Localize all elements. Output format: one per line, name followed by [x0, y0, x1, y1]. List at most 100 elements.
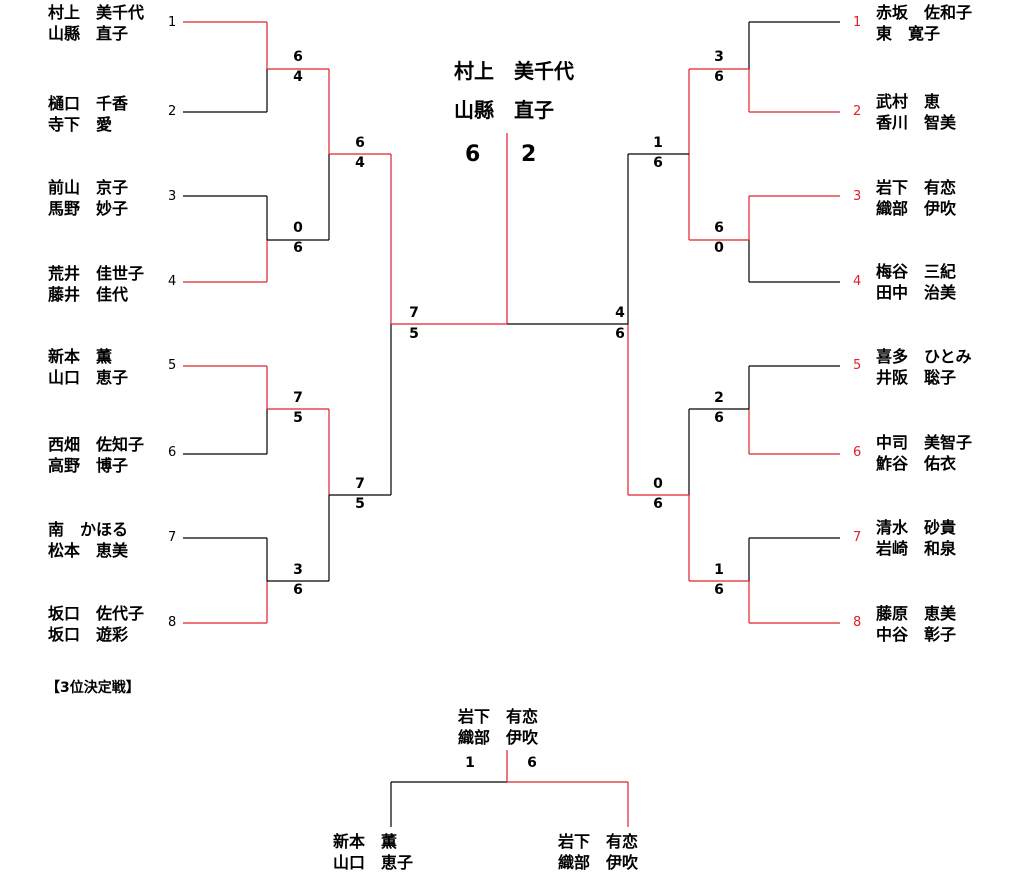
player-entry-right-6: 中司 美智子鮓谷 佑衣 [876, 432, 972, 474]
seed-number: 8 [853, 615, 862, 630]
player-name: 松本 恵美 [48, 541, 129, 560]
player-entry-left-1: 村上 美千代山縣 直子 [48, 2, 144, 44]
player-name: 高野 博子 [48, 456, 129, 475]
final-score-left: 6 [465, 142, 481, 167]
player-name: 中谷 彰子 [876, 625, 957, 644]
player-name: 馬野 妙子 [48, 199, 129, 218]
match-score: 6 [653, 155, 663, 171]
player-entry-right-2: 武村 恵香川 智美 [876, 91, 956, 133]
match-score: 1 [653, 135, 663, 151]
player-name: 新本 薫 [48, 347, 113, 366]
player-entry-right-8: 藤原 恵美中谷 彰子 [876, 603, 956, 645]
match-score: 0 [293, 220, 303, 236]
player-entry-left-2: 樋口 千香寺下 愛 [48, 93, 128, 135]
match-score: 7 [355, 476, 365, 492]
player-name: 村上 美千代 [48, 3, 145, 22]
player-entry-left-5: 新本 薫山口 恵子 [48, 346, 128, 388]
player-entry-left-4: 荒井 佳世子藤井 佳代 [48, 263, 144, 305]
player-name: 鮓谷 佑衣 [876, 454, 957, 473]
player-name: 織部 伊吹 [876, 199, 957, 218]
final-score-right: 2 [521, 142, 537, 167]
third-place-winner: 岩下 有恋織部 伊吹 [458, 706, 538, 748]
seed-number: 4 [168, 274, 177, 289]
player-name: 香川 智美 [876, 113, 957, 132]
match-score: 6 [615, 326, 625, 342]
third-place-title: 【3位決定戦】 [46, 680, 140, 696]
seed-number: 1 [853, 15, 862, 30]
seed-number: 5 [168, 358, 177, 373]
seed-number: 4 [853, 274, 862, 289]
seed-number: 2 [168, 104, 177, 119]
player-name: 岩下 有恋 [558, 832, 639, 851]
match-score: 1 [465, 755, 475, 771]
player-entry-right-5: 喜多 ひとみ井阪 聡子 [876, 346, 972, 388]
player-name: 寺下 愛 [48, 115, 113, 134]
player-name: 西畑 佐知子 [48, 435, 145, 454]
champion-name: 山縣 直子 [454, 98, 554, 122]
player-entry-left-8: 坂口 佐代子坂口 遊彩 [48, 603, 144, 645]
player-name: 岩下 有恋 [876, 178, 957, 197]
match-score: 0 [653, 476, 663, 492]
seed-number: 3 [168, 189, 177, 204]
player-entry-right-4: 梅谷 三紀田中 治美 [876, 261, 956, 303]
match-score: 6 [293, 49, 303, 65]
player-entry-right-7: 清水 砂貴岩崎 和泉 [876, 517, 956, 559]
match-score: 6 [355, 135, 365, 151]
match-score: 6 [714, 220, 724, 236]
match-score: 6 [293, 240, 303, 256]
player-name: 喜多 ひとみ [876, 347, 972, 366]
match-score: 6 [527, 755, 537, 771]
player-name: 藤原 恵美 [876, 604, 957, 623]
match-score: 1 [714, 562, 724, 578]
player-name: 山縣 直子 [48, 24, 129, 43]
seed-number: 8 [168, 615, 177, 630]
third-place-right-player: 岩下 有恋織部 伊吹 [558, 831, 638, 873]
player-entry-left-3: 前山 京子馬野 妙子 [48, 177, 128, 219]
match-score: 3 [293, 562, 303, 578]
player-entry-left-7: 南 かほる松本 恵美 [48, 519, 128, 561]
player-name: 清水 砂貴 [876, 518, 957, 537]
seed-number: 6 [168, 445, 177, 460]
match-score: 2 [714, 390, 724, 406]
champion-name: 村上 美千代 [454, 59, 574, 83]
seed-number: 6 [853, 445, 862, 460]
player-name: 新本 薫 [333, 832, 398, 851]
match-score: 6 [293, 582, 303, 598]
match-score: 6 [714, 582, 724, 598]
player-name: 織部 伊吹 [558, 853, 639, 872]
player-name: 田中 治美 [876, 283, 957, 302]
player-name: 梅谷 三紀 [876, 262, 957, 281]
player-name: 中司 美智子 [876, 433, 973, 452]
match-score: 0 [714, 240, 724, 256]
player-name: 樋口 千香 [48, 94, 129, 113]
player-name: 南 かほる [48, 520, 129, 539]
player-entry-right-3: 岩下 有恋織部 伊吹 [876, 177, 956, 219]
seed-number: 7 [853, 530, 862, 545]
player-name: 岩崎 和泉 [876, 539, 957, 558]
match-score: 7 [409, 305, 419, 321]
player-name: 山口 恵子 [333, 853, 414, 872]
match-score: 4 [293, 69, 303, 85]
match-score: 6 [714, 410, 724, 426]
match-score: 6 [714, 69, 724, 85]
player-name: 岩下 有恋 [458, 707, 539, 726]
match-score: 4 [615, 305, 625, 321]
player-entry-left-6: 西畑 佐知子高野 博子 [48, 434, 144, 476]
match-score: 5 [409, 326, 419, 342]
player-name: 赤坂 佐和子 [876, 3, 973, 22]
seed-number: 5 [853, 358, 862, 373]
match-score: 3 [714, 49, 724, 65]
player-name: 武村 恵 [876, 92, 941, 111]
match-score: 5 [293, 410, 303, 426]
seed-number: 7 [168, 530, 177, 545]
player-name: 荒井 佳世子 [48, 264, 145, 283]
match-score: 7 [293, 390, 303, 406]
match-score: 6 [653, 496, 663, 512]
player-name: 藤井 佳代 [48, 285, 129, 304]
player-name: 坂口 佐代子 [48, 604, 145, 623]
seed-number: 3 [853, 189, 862, 204]
player-name: 井阪 聡子 [876, 368, 957, 387]
player-name: 前山 京子 [48, 178, 129, 197]
match-score: 5 [355, 496, 365, 512]
